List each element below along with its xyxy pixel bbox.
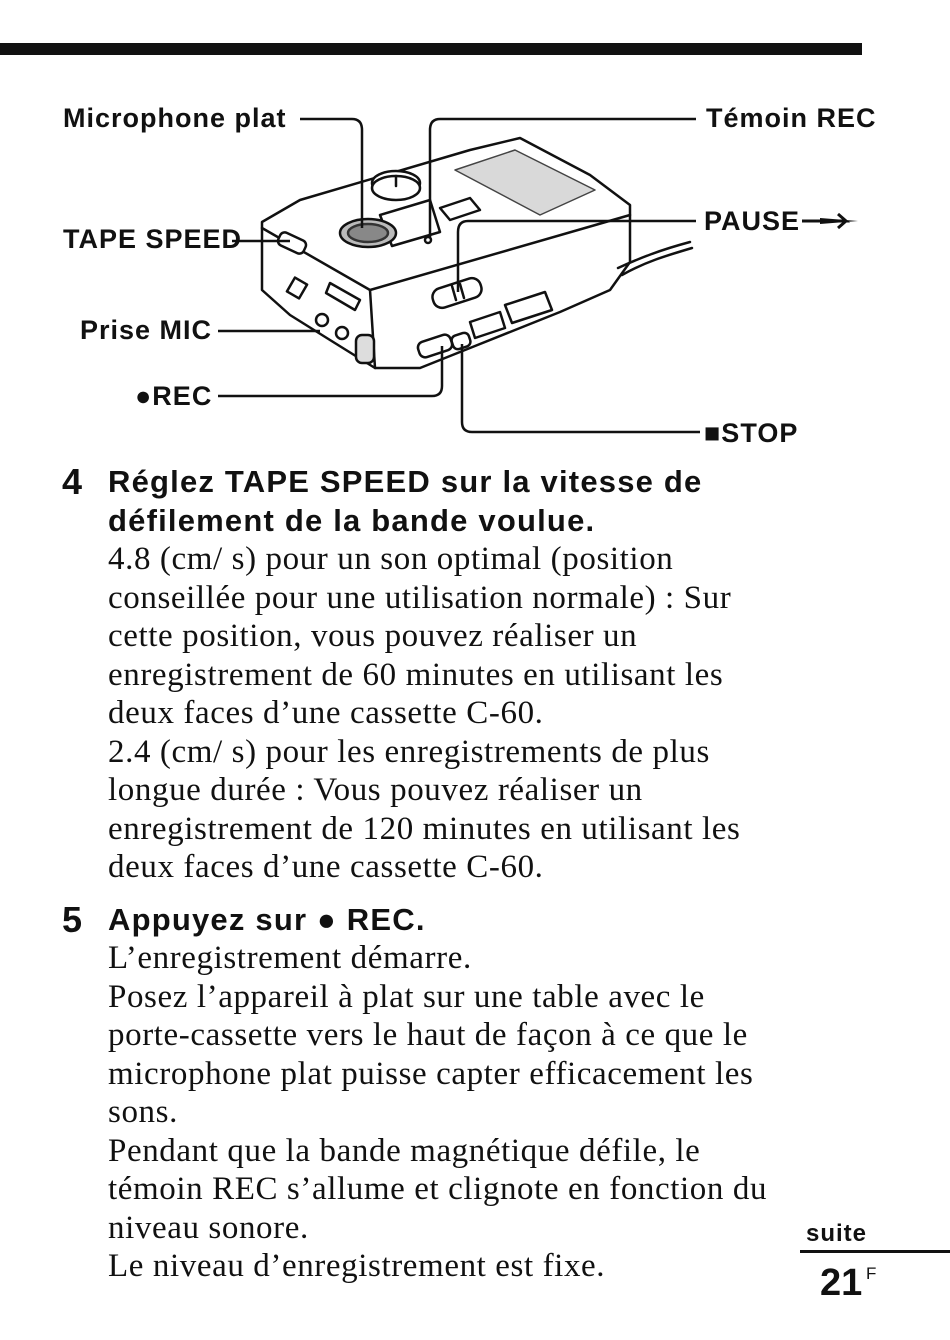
body-line: microphone plat puisse capter efficaceme… <box>108 1055 754 1092</box>
leader-pause <box>456 219 696 292</box>
body-line: 4.8 (cm/ s) pour un son optimal (positio… <box>108 541 674 577</box>
body-line: enregistrement de 120 minutes en utilisa… <box>108 810 741 847</box>
body-line: sons. <box>108 1094 178 1130</box>
continued-label: suite <box>806 1220 868 1247</box>
step-title-line: Appuyez sur ● REC. <box>108 902 426 937</box>
callout-pause: PAUSE <box>704 206 801 236</box>
body-line: 2.4 (cm/ s) pour les enregistrements de … <box>108 733 710 770</box>
step-title-line: défilement de la bande voulue. <box>108 503 596 538</box>
leader-microphone <box>300 117 364 228</box>
step-title: Réglez TAPE SPEED sur la vitesse de défi… <box>108 462 882 540</box>
leader-rec <box>218 346 444 398</box>
rec-led <box>423 235 433 245</box>
page-number: 21 <box>820 1262 863 1304</box>
front-button-2 <box>503 290 554 325</box>
step-body: L’enregistrement démarre. Posez l’appare… <box>108 939 882 1286</box>
pause-slider <box>431 276 483 310</box>
body-line: longue durée : Vous pouvez réaliser un <box>108 772 643 808</box>
recorder-body <box>260 136 632 370</box>
step-body: 4.8 (cm/ s) pour un son optimal (positio… <box>108 540 882 887</box>
callout-tape-speed: TAPE SPEED <box>63 224 243 254</box>
body-line: enregistrement de 60 minutes en utilisan… <box>108 656 724 693</box>
body-line: porte-cassette vers le haut de façon à c… <box>108 1017 748 1053</box>
step-number: 4 <box>62 461 83 502</box>
continued-rule <box>800 1250 950 1253</box>
body-line: conseillée pour une utilisation normale)… <box>108 579 732 616</box>
tape-speed-switch <box>276 231 308 255</box>
step-4: 4 Réglez TAPE SPEED sur la vitesse de dé… <box>62 462 882 887</box>
mic-jack <box>314 312 330 328</box>
body-line: deux faces d’une cassette C-60. <box>108 695 544 731</box>
body-line: cette position, vous pouvez réaliser un <box>108 618 638 654</box>
body-line: niveau sonore. <box>108 1209 309 1246</box>
callout-rec: ●REC <box>135 381 213 411</box>
step-number: 5 <box>62 899 83 940</box>
callout-temoin-rec: Témoin REC <box>706 103 877 133</box>
callout-prise-mic: Prise MIC <box>80 315 213 345</box>
step-title-line: Réglez TAPE SPEED sur la vitesse de <box>108 464 703 499</box>
body-line: L’enregistrement démarre. <box>108 940 472 976</box>
callout-microphone-plat: Microphone plat <box>63 103 287 133</box>
step-5: 5 Appuyez sur ● REC. L’enregistrement dé… <box>62 900 882 1286</box>
page-language-suffix: F <box>866 1264 877 1283</box>
body-line: témoin REC s’allume et clignote en fonct… <box>108 1171 768 1207</box>
body-line: deux faces d’une cassette C-60. <box>108 849 544 885</box>
speaker-grille <box>454 149 596 216</box>
recorder-diagram <box>218 117 858 434</box>
body-line: Le niveau d’enregistrement est fixe. <box>108 1248 606 1284</box>
callout-stop: ■STOP <box>704 418 799 448</box>
body-line: Pendant que la bande magnétique défile, … <box>108 1132 701 1169</box>
top-rule <box>0 43 862 55</box>
step-title: Appuyez sur ● REC. <box>108 900 882 939</box>
front-button-1 <box>468 310 507 340</box>
wrist-strap <box>616 240 694 277</box>
leader-stop <box>460 344 700 434</box>
leader-temoin <box>428 117 696 238</box>
body-line: Posez l’appareil à plat sur une table av… <box>108 978 705 1015</box>
